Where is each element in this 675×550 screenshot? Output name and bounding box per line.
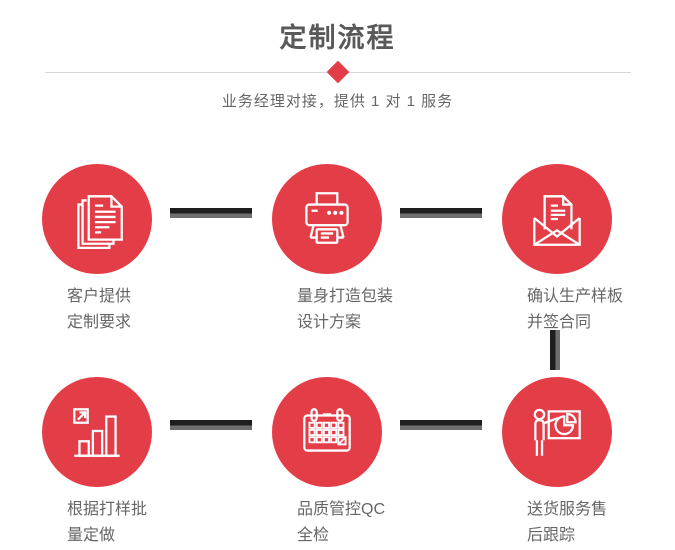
step-label-line: 设计方案 (297, 314, 362, 331)
connector-step3-step6 (550, 330, 560, 370)
envelope-letter-icon (524, 186, 590, 252)
step-circle-6 (502, 377, 612, 487)
step-label-line: 并签合同 (527, 314, 592, 331)
step-circle-4 (42, 377, 152, 487)
step-label-line: 后跟踪 (527, 527, 576, 544)
step-circle-3 (502, 164, 612, 274)
step-label-line: 定制要求 (67, 314, 132, 331)
step-label-line: 送货服务售 (527, 501, 608, 518)
growth-bar-chart-icon (64, 399, 130, 465)
step-label-3: 确认生产样板 并签合同 (527, 284, 623, 336)
presentation-pie-icon (524, 399, 590, 465)
step-circle-2 (272, 164, 382, 274)
step-label-6: 送货服务售 后跟踪 (527, 497, 607, 549)
step-label-line: 客户提供 (67, 288, 132, 305)
step-label-line: 量身打造包装 (297, 288, 394, 305)
page-subtitle: 业务经理对接，提供 1 对 1 服务 (221, 93, 454, 110)
step-label-1: 客户提供 定制要求 (67, 284, 131, 336)
printer-icon (294, 186, 360, 252)
step-label-5: 品质管控QC 全检 (297, 497, 385, 549)
connector-step4-step5 (170, 420, 252, 430)
step-label-line: 根据打样批 (67, 501, 148, 518)
step-circle-1 (42, 164, 152, 274)
step-label-line: 确认生产样板 (527, 288, 624, 305)
connector-step2-step3 (400, 208, 482, 218)
calendar-icon (294, 399, 360, 465)
diamond-icon (326, 60, 350, 84)
step-label-line: 全检 (297, 527, 330, 544)
step-label-4: 根据打样批 量定做 (67, 497, 147, 549)
connector-step1-step2 (170, 208, 252, 218)
stacked-documents-icon (64, 186, 130, 252)
connector-step5-step6 (400, 420, 482, 430)
step-label-line: 品质管控QC (297, 501, 386, 518)
page-title: 定制流程 (279, 23, 396, 53)
step-circle-5 (272, 377, 382, 487)
step-label-2: 量身打造包装 设计方案 (297, 284, 393, 336)
step-label-line: 量定做 (67, 527, 116, 544)
